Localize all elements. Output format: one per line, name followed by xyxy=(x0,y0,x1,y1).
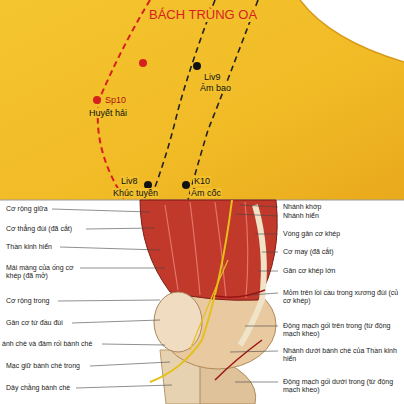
point-name: Âm cốc xyxy=(190,188,222,198)
muscle-fibres xyxy=(165,202,248,298)
point-code: K10 xyxy=(193,176,211,186)
anatomy-label: Dây chằng bánh chè xyxy=(5,384,71,392)
point-code: Liv8 xyxy=(120,176,139,186)
anatomy-label: Động mạch gối dưới trong (từ động mạch k… xyxy=(282,378,402,394)
spleen-meridian xyxy=(98,0,150,200)
point-name: Âm bao xyxy=(199,83,232,93)
anatomy-label: Nhánh hiển xyxy=(282,212,320,220)
anatomy-label: Cơ thẳng đùi (đã cắt) xyxy=(5,225,73,233)
leg-skin xyxy=(0,0,404,200)
point-name: Khúc tuyền xyxy=(112,188,159,198)
nerve-branch xyxy=(190,260,228,350)
anatomy-label: Nhánh khớp xyxy=(282,203,322,211)
point-name: Huyết hải xyxy=(88,108,128,118)
thigh-muscles xyxy=(140,200,277,300)
anatomy-label: Mái màng của ống cơ khép (đã mở) xyxy=(5,264,79,280)
anatomy-label: Cơ rộng trong xyxy=(5,297,51,305)
acupoint-dot xyxy=(182,181,190,189)
anatomy-label: Mỏm trên lồi cầu trong xương đùi (củ cơ … xyxy=(282,289,402,305)
saphenous-nerve xyxy=(150,200,232,382)
point-code: Sp10 xyxy=(104,95,127,105)
anatomy-label: ánh chè và đám rối bánh chè xyxy=(1,340,93,348)
anatomy-label: Thần kinh hiển xyxy=(5,243,53,251)
anatomy-label: Gân cơ khép lớn xyxy=(282,267,336,275)
kidney-meridian xyxy=(188,0,258,200)
point-title: BÁCH TRÙNG OA xyxy=(148,8,258,22)
acupoint-dot xyxy=(139,59,147,67)
patella xyxy=(154,292,202,352)
anatomy-label: Vòng gân cơ khép xyxy=(282,230,341,238)
anatomy-label: Mạc giữ bánh chè trong xyxy=(5,362,81,370)
genicular-artery xyxy=(215,290,265,380)
anatomy-label: Nhánh dưới bánh chè của Thần kinh hiển xyxy=(282,347,402,363)
point-code: Liv9 xyxy=(203,72,222,82)
background xyxy=(0,0,404,200)
acupoint-dot xyxy=(93,96,101,104)
liver-meridian xyxy=(150,0,215,200)
leg-outline xyxy=(300,0,404,62)
acupoint-dot xyxy=(193,62,201,70)
leader-lines xyxy=(52,205,278,388)
adductor-tendon xyxy=(240,205,264,345)
anatomy-label: Động mạch gối trên trong (từ động mạch k… xyxy=(282,322,402,338)
anatomy-label: Cơ may (đã cắt) xyxy=(282,248,335,256)
anatomy-label: Gân cơ tứ đầu đùi xyxy=(5,319,64,327)
background xyxy=(0,200,404,404)
anatomy-label: Cơ rộng giữa xyxy=(5,205,49,213)
